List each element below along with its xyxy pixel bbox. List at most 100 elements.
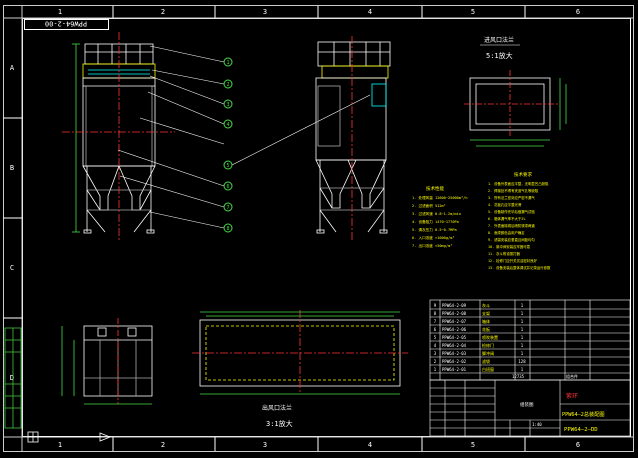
callout-6: 6 <box>223 181 233 191</box>
bom-row-name: 脚冲阀 <box>482 350 494 356</box>
tech-req-item-9: 9. 滤袋安装应垂直且间距均匀 <box>488 237 535 242</box>
bom-row-qty: 1 <box>521 343 524 348</box>
tech-spec-title: 技术性能 <box>426 185 444 192</box>
bom-row-name: 喷吹装置 <box>482 334 498 340</box>
svg-text:5: 5 <box>226 163 229 169</box>
bom-row-code: PPW64-2-01 <box>442 367 467 372</box>
bom-row-code: PPW64-2-04 <box>442 343 467 348</box>
callout-3: 3 <box>223 99 233 109</box>
detail-inlet-title: 进风口法兰 <box>484 36 514 44</box>
callout-balloons: 1 2 3 4 5 6 7 8 <box>223 57 233 233</box>
front-view <box>62 32 175 240</box>
tech-requirements: 技术要求 1. 设备外表面应平整，无明显凹凸缺陷 2. 焊接处不得有夹渣气孔等缺… <box>488 171 551 270</box>
bom-row-name: 白班窗 <box>482 366 494 372</box>
zone-top-5: 5 <box>471 8 475 16</box>
tech-req-item-8: 8. 面漆颜色由用户确定 <box>488 230 525 235</box>
callout-1: 1 <box>223 57 233 67</box>
bom-row-code: PPW64-2-02 <box>442 359 467 364</box>
tech-req-item-3: 3. 所有法兰密封应严密不漏气 <box>488 195 535 200</box>
tech-req-item-6: 6. 箱体漏气率不大于2% <box>488 216 525 221</box>
zone-side-d: D <box>10 374 14 382</box>
bom-row-qty: 1 <box>521 303 524 308</box>
bom-table-grid <box>429 299 631 381</box>
tech-req-item-7: 7. 外表面除锈后喷防锈漆两道 <box>488 223 535 228</box>
title-drawing-label: 组装图 <box>520 401 534 408</box>
detail-inlet-labels: 进风口法兰 5:1放大 <box>480 36 520 60</box>
detail-outlet-title: 出风口法兰 <box>262 404 292 412</box>
tech-spec-item-4: 4. 设备阻力 1470~1770Pa <box>412 219 459 224</box>
svg-text:8: 8 <box>226 226 229 232</box>
zone-side-a: A <box>10 64 15 72</box>
zone-top-4: 4 <box>368 8 372 16</box>
bom-row-seq: 9 <box>434 303 437 308</box>
bom-row-qty: 1 <box>521 327 524 332</box>
north-arrow-icon <box>27 431 112 443</box>
zone-top-1: 1 <box>58 8 62 16</box>
callout-2: 2 <box>223 79 233 89</box>
zone-side-b: B <box>10 164 14 172</box>
zone-bottom-2: 2 <box>161 441 165 449</box>
title-block-grid <box>429 379 631 437</box>
bom-row-seq: 8 <box>434 311 437 316</box>
tech-spec-item-5: 5. 清灰压力 0.5~0.7MPa <box>412 227 457 232</box>
bom-row-name: 支架 <box>482 310 490 316</box>
bom-row-code: PPW64-2-03 <box>442 351 467 356</box>
zone-top-6: 6 <box>576 8 580 16</box>
bom-row-qty: 128 <box>518 359 526 364</box>
svg-text:2: 2 <box>226 82 229 88</box>
svg-text:7: 7 <box>226 205 229 211</box>
bom-row-seq: 6 <box>434 327 437 332</box>
plan-view-small <box>61 318 153 405</box>
side-view <box>315 36 391 240</box>
svg-text:6: 6 <box>226 184 229 190</box>
tech-req-item-4: 4. 花板孔应平整光滑 <box>488 202 522 207</box>
zone-bottom-6: 6 <box>576 441 580 449</box>
tech-req-item-11: 11. 灰斗附设振打器 <box>488 251 521 256</box>
bom-row-qty: 1 <box>521 311 524 316</box>
bom-row-seq: 2 <box>434 359 437 364</box>
zone-bottom-1: 1 <box>58 441 62 449</box>
bom-row-code: PPW64-2-08 <box>442 311 467 316</box>
bom-row-qty: 1 <box>521 351 524 356</box>
bom-row-qty: 1 <box>521 319 524 324</box>
bom-row-name: 花板 <box>482 326 490 332</box>
left-margin-table <box>4 327 22 429</box>
tech-req-item-10: 10. 脉冲阀安装应牢固可靠 <box>488 244 531 249</box>
bom-row-qty: 1 <box>521 335 524 340</box>
tech-req-title: 技术要求 <box>514 171 532 178</box>
tech-req-item-13: 13. 设备安装后整体调试并记录运行参数 <box>488 265 551 270</box>
tech-req-item-1: 1. 设备外表面应平整，无明显凹凸缺陷 <box>488 181 549 186</box>
zone-bottom-5: 5 <box>471 441 475 449</box>
title-material: 组合件 <box>566 373 578 379</box>
tech-req-item-12: 12. 检修门应开关灵活密封良好 <box>488 258 537 263</box>
tech-req-item-5: 5. 设备制作完毕后做漏气试验 <box>488 209 535 214</box>
detail-outlet-scale: 3:1放大 <box>266 419 293 428</box>
title-drawing-title: PPW64—2总装配图 <box>562 410 605 418</box>
callout-5: 5 <box>223 160 233 170</box>
bom-row-qty: 1 <box>521 367 524 372</box>
zone-top-2: 2 <box>161 8 165 16</box>
bom-row-name: 灰斗 <box>482 302 490 308</box>
title-weight: 12735 <box>512 374 525 379</box>
bom-row-seq: 7 <box>434 319 437 324</box>
bom-row-seq: 1 <box>434 367 437 372</box>
bom-row-code: PPW64-2-09 <box>442 303 467 308</box>
bom-row-seq: 3 <box>434 351 437 356</box>
sheet-border <box>3 5 634 452</box>
bom-row-code: PPW64-2-06 <box>442 327 467 332</box>
detail-inlet-scale: 5:1放大 <box>486 51 513 60</box>
bom-row-name: 滤袋 <box>482 358 490 364</box>
callout-7: 7 <box>223 202 233 212</box>
zone-labels-top: 1 2 3 4 5 6 <box>58 8 580 16</box>
zone-bottom-4: 4 <box>368 441 372 449</box>
rotated-drawing-no: PPW64-2-00 <box>24 19 109 30</box>
title-scale: 1:40 <box>532 422 542 427</box>
rotated-drawing-no-text: PPW64-2-00 <box>45 20 87 28</box>
callout-8: 8 <box>223 223 233 233</box>
tech-req-item-2: 2. 焊接处不得有夹渣气孔等缺陷 <box>488 188 539 193</box>
callout-4: 4 <box>223 119 233 129</box>
bom-row-code: PPW64-2-05 <box>442 335 467 340</box>
callout-leaders <box>117 45 371 229</box>
